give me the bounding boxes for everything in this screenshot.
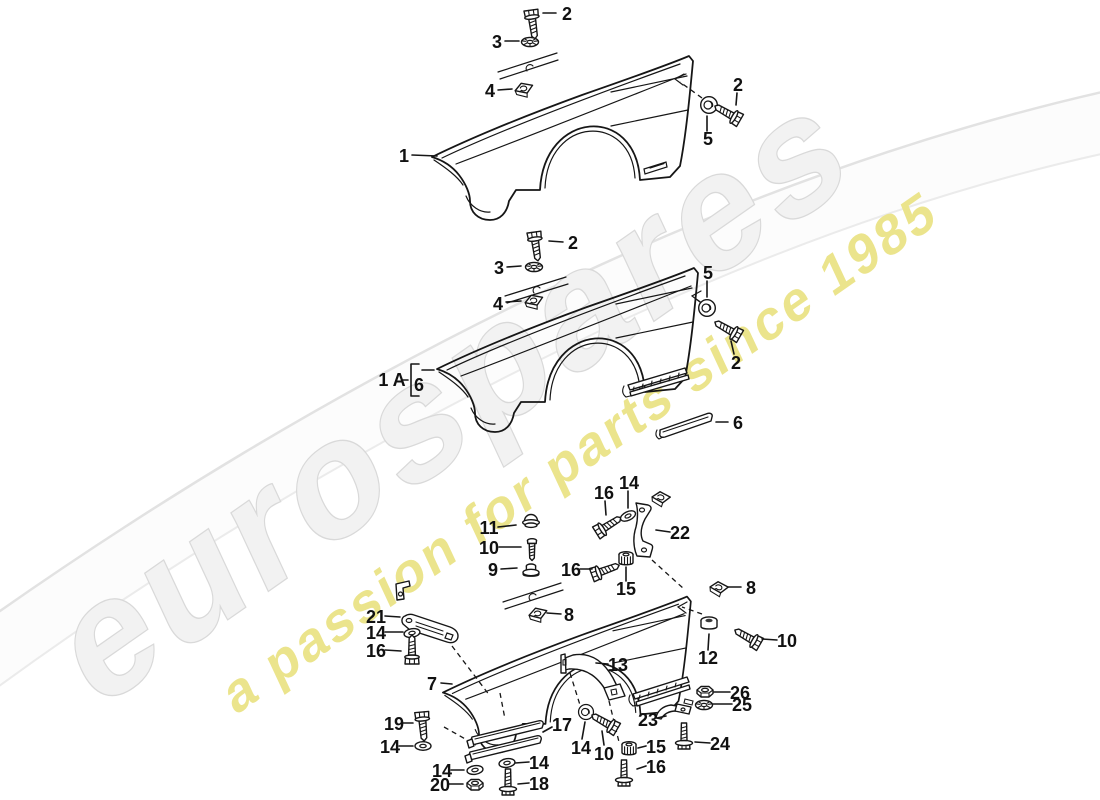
nut-26 — [696, 685, 714, 698]
nut-20 — [466, 778, 484, 791]
part-callout[interactable]: 5 — [703, 263, 713, 283]
screw-10-stack — [526, 538, 538, 562]
screw-10-right — [730, 623, 765, 652]
flange-lines-top — [497, 52, 559, 80]
part-callout[interactable]: 18 — [529, 774, 549, 794]
part-callout[interactable]: 1 A — [378, 370, 405, 390]
part-callout[interactable]: 4 — [485, 81, 495, 101]
bracket-1A-glyph — [410, 363, 435, 397]
bracket-21 — [401, 613, 459, 644]
grommet-5-top — [700, 95, 718, 115]
part-callout[interactable]: 20 — [430, 775, 450, 795]
washer-3-middle — [524, 261, 544, 273]
washer-14-under-19 — [414, 741, 432, 751]
bush-15-lower — [621, 741, 637, 756]
fender-bottom-sill-strip — [628, 676, 691, 707]
part-callout[interactable]: 3 — [492, 32, 502, 52]
leader-lines-bottom — [384, 490, 778, 785]
part-callout[interactable]: 23 — [638, 710, 658, 730]
part-callout[interactable]: 5 — [703, 129, 713, 149]
part-callout[interactable]: 4 — [493, 294, 503, 314]
washer-14-under-trim — [465, 763, 485, 777]
part-callout[interactable]: 14 — [619, 473, 639, 493]
part-callout[interactable]: 2 — [731, 353, 741, 373]
part-callout[interactable]: 16 — [646, 757, 666, 777]
trim-strip-6 — [655, 412, 713, 440]
screw-19 — [413, 710, 433, 743]
part-callout[interactable]: 26 — [730, 683, 750, 703]
part-callout[interactable]: 8 — [564, 605, 574, 625]
fender-middle-sill-strip — [622, 367, 690, 398]
part-callout[interactable]: 12 — [698, 648, 718, 668]
grommet-12 — [700, 616, 718, 630]
part-callout[interactable]: 17 — [552, 715, 572, 735]
part-callout[interactable]: 2 — [562, 4, 572, 24]
fender-top-vent-detail — [643, 161, 668, 175]
part-callout[interactable]: 3 — [494, 258, 504, 278]
screw-16-upper — [591, 510, 626, 540]
leader-lines-middle — [401, 240, 735, 423]
angle-clip-near-21 — [395, 580, 411, 601]
part-callout[interactable]: 10 — [479, 538, 499, 558]
direction-arrowheads — [673, 73, 702, 614]
bracket-13 — [560, 653, 626, 701]
part-callout[interactable]: 24 — [710, 734, 730, 754]
screw-18 — [498, 768, 518, 796]
part-callout[interactable]: 10 — [594, 744, 614, 764]
part-callout[interactable]: 1 — [399, 146, 409, 166]
watermark-swoosh — [0, 92, 1100, 686]
part-callout[interactable]: 25 — [732, 695, 752, 715]
grommet-14-front — [577, 703, 595, 721]
part-callout[interactable]: 22 — [670, 523, 690, 543]
part-callout[interactable]: 13 — [608, 655, 628, 675]
washer-14-mid — [497, 756, 517, 770]
screw-2-top — [523, 8, 543, 41]
washer-3-top — [520, 36, 540, 48]
trim-strips-17 — [464, 720, 544, 764]
part-callout[interactable]: 6 — [733, 413, 743, 433]
bracket-23 — [655, 698, 694, 720]
part-callout[interactable]: 8 — [746, 578, 756, 598]
part-callout[interactable]: 15 — [646, 737, 666, 757]
part-callout[interactable]: 14 — [571, 738, 591, 758]
part-callout[interactable]: 14 — [529, 753, 549, 773]
flange-hook-top — [525, 64, 534, 72]
part-callout[interactable]: 16 — [366, 641, 386, 661]
clip-near-22 — [649, 489, 672, 509]
part-callout[interactable]: 19 — [384, 714, 404, 734]
leader-lines-top — [411, 12, 738, 157]
part-callout[interactable]: 16 — [561, 560, 581, 580]
screw-16-left — [404, 634, 420, 665]
part-callout[interactable]: 2 — [733, 75, 743, 95]
part-callout[interactable]: 14 — [380, 737, 400, 757]
screw-24 — [674, 722, 694, 750]
grommet-9 — [522, 563, 540, 577]
part-callout[interactable]: 14 — [432, 761, 452, 781]
flange-hook-middle — [532, 286, 541, 294]
bush-15-upper — [618, 551, 634, 566]
part-callout[interactable]: 9 — [488, 560, 498, 580]
part-callout[interactable]: 11 — [479, 518, 498, 538]
part-callout[interactable]: 15 — [616, 579, 636, 599]
washer-25 — [694, 699, 714, 711]
grommet-5-middle — [698, 299, 716, 317]
clip-8-right — [707, 579, 730, 599]
watermark-swoosh-edge-lower — [0, 153, 1100, 687]
flange-hook-bottom — [528, 593, 537, 601]
bracket-22 — [633, 502, 654, 558]
part-callout[interactable]: 7 — [427, 674, 437, 694]
clip-8-left — [527, 606, 549, 624]
part-callout[interactable]: 21 — [366, 607, 386, 627]
part-callout[interactable]: 14 — [366, 623, 386, 643]
clip-4-top — [513, 81, 535, 100]
part-callout[interactable]: 2 — [568, 233, 578, 253]
part-callout[interactable]: 16 — [594, 483, 614, 503]
flange-lines-bottom — [502, 582, 564, 610]
washer-14-upper — [618, 508, 638, 524]
screw-16-lower — [614, 759, 634, 787]
part-callout[interactable]: 10 — [777, 631, 797, 651]
part-callout[interactable]: 6 — [414, 375, 424, 395]
